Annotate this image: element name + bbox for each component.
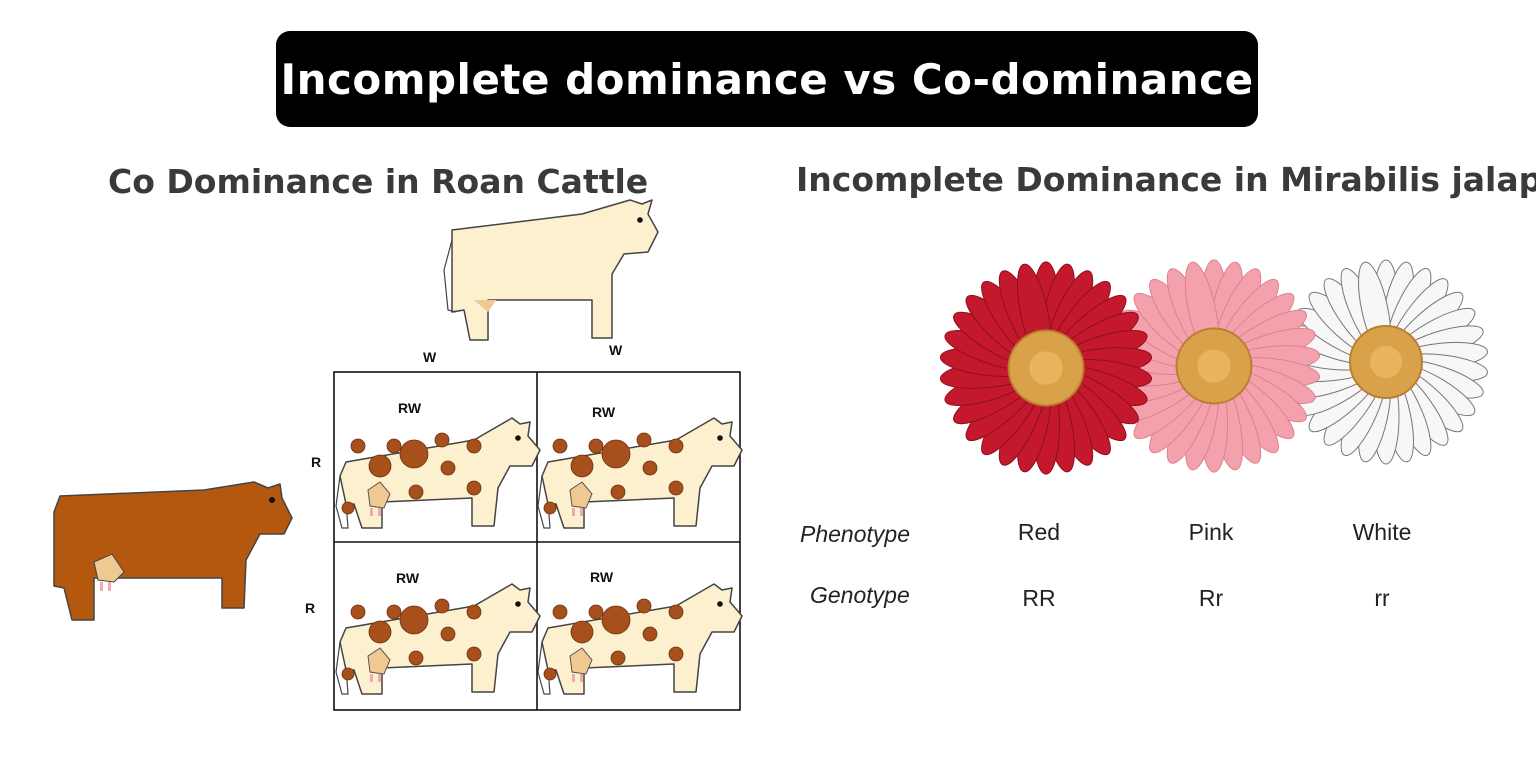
flower-core [1029,351,1063,385]
flower-white [1284,259,1488,465]
offspring-cow [336,418,540,528]
flower-core [1197,349,1231,383]
phenotype-value: White [1352,519,1412,545]
flower-core [1370,346,1402,378]
flower-red [939,261,1153,475]
page-title: Incomplete dominance vs Co-dominance [280,54,1254,104]
genotype-value: Rr [1198,585,1224,611]
genotype-row-label: Genotype [810,582,910,608]
offspring-cow [538,418,742,528]
title-banner: Incomplete dominance vs Co-dominance [276,31,1258,127]
codominance-heading: Co Dominance in Roan Cattle [108,162,649,201]
white-cow [443,199,659,341]
allele-label: W [423,349,437,365]
phenotype-value: Pink [1188,519,1234,545]
genotype-label: RW [590,569,614,585]
genotype-label: RW [396,570,420,586]
phenotype-value: Red [1017,519,1061,545]
allele-label: R [305,600,316,616]
offspring-cow [538,584,742,694]
phenotype-label: Phenotype [800,521,910,547]
allele-label: W [609,342,623,358]
incomplete-dominance-heading: Incomplete Dominance in Mirabilis jalap [796,160,1536,199]
flowers [939,259,1488,475]
allele-label: R [311,454,322,470]
genotype-label: RW [398,400,422,416]
red-cow [53,481,293,621]
offspring-cow [336,584,540,694]
genotype-value: RR [1022,585,1056,611]
genotype-label: RW [592,404,616,420]
genotype-value: rr [1374,585,1390,611]
punnett-square [333,371,741,711]
